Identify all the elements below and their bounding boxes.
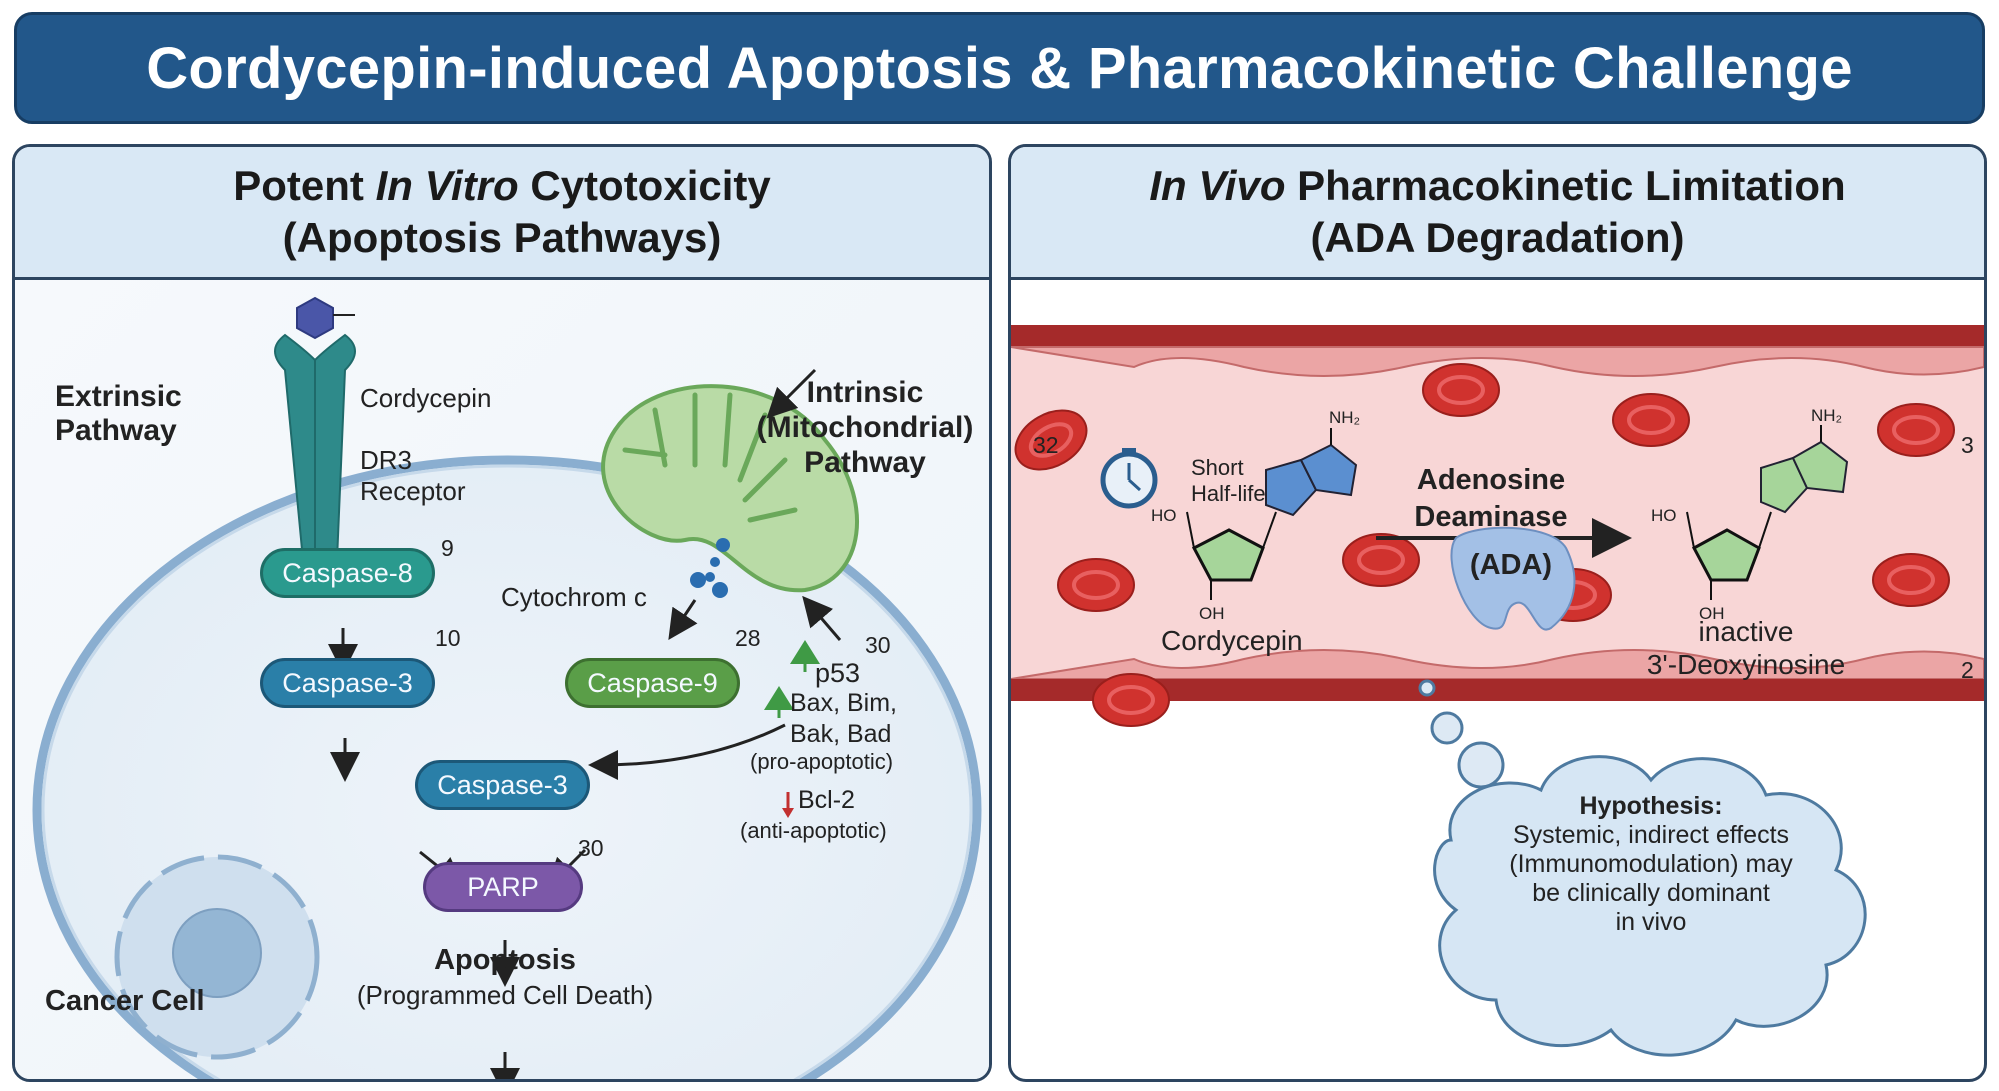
product-oh: OH [1699,604,1725,623]
cordycepin-ligand-label: Cordycepin [360,383,492,413]
red-blood-cell [1091,672,1171,728]
thought-bubble-small [1418,679,1436,697]
anti-apoptotic-note: (anti-apoptotic) [740,818,887,843]
apoptosis-outcome-title: Apoptosis [434,944,576,976]
red-blood-cell [1876,402,1956,458]
in-vitro-heading-line1: Potent In Vitro Cytotoxicity [233,162,771,209]
cancer-cell-label: Cancer Cell [45,985,205,1017]
caspase-8-node: Caspase-8 [260,548,435,598]
red-blood-cell [1341,532,1421,588]
reference-32: 32 [1033,432,1059,458]
parp-node: PARP [423,862,583,912]
hypothesis-text: Hypothesis: Systemic, indirect effects (… [1451,792,1851,937]
cordycepin-molecule-icon [1186,428,1358,600]
cordycepin-oh: OH [1199,604,1225,623]
thought-bubble-medium [1430,711,1464,745]
vessel-wall-bottom [1011,679,1984,701]
red-blood-cell [1056,557,1136,613]
caspase-9-ref: 28 [735,625,761,651]
in-vitro-heading-line2: (Apoptosis Pathways) [282,214,722,261]
cordycepin-label: Cordycepin [1161,625,1303,656]
ada-abbreviation: (ADA) [1469,549,1553,581]
reference-2: 2 [1961,657,1974,683]
product-ho: HO [1651,506,1677,525]
title-banner: Cordycepin-induced Apoptosis & Pharmacok… [14,12,1985,124]
page-title: Cordycepin-induced Apoptosis & Pharmacok… [146,35,1853,101]
cordycepin-ho: HO [1151,506,1177,525]
thought-bubble-large [1457,741,1505,789]
vessel-wall-top [1011,325,1984,347]
hypothesis-cloud [1433,755,1867,1057]
pro-apoptotic-note: (pro-apoptotic) [750,749,894,774]
red-blood-cell [1611,392,1691,448]
caspase-8-ref: 9 [441,535,454,561]
in-vitro-panel: Potent In Vitro Cytotoxicity (Apoptosis … [12,144,992,1082]
in-vivo-heading-line1: In Vivo Pharmacokinetic Limitation [1149,162,1846,209]
caspase-3-node: Caspase-3 [415,760,590,810]
cytochrome-c-label: Cytochrom c [501,582,647,612]
intrinsic-pathway-label: Intrinsic(Mitochondrial)Pathway [756,376,974,479]
caspase-9-node: Caspase-9 [565,658,740,708]
in-vivo-panel-header: In Vivo Pharmacokinetic Limitation (ADA … [1011,147,1984,280]
cordycepin-ligand-icon [296,296,334,340]
caspase-3-extrinsic-node: Caspase-3 [260,658,435,708]
stopwatch-icon [1100,448,1158,509]
in-vivo-heading-line2: (ADA Degradation) [1310,214,1685,261]
caspase-3-extrinsic-ref: 10 [435,625,461,651]
nucleolus [172,908,262,998]
product-nh2: NH₂ [1811,406,1843,425]
p53-ref: 30 [865,632,891,658]
deoxyinosine-molecule-icon [1686,425,1849,600]
bcl2-label: Bcl-2 [798,786,855,814]
in-vitro-panel-header: Potent In Vitro Cytotoxicity (Apoptosis … [15,147,989,280]
red-blood-cell [1871,552,1951,608]
hypothesis-title: Hypothesis: [1579,792,1723,820]
parp-ref: 30 [578,835,604,861]
pro-apoptotic-proteins: Bax, Bim,Bak, Bad [790,689,897,748]
cordycepin-nh2: NH₂ [1329,408,1361,427]
reference-3: 3 [1961,432,1974,458]
mitochondrion-icon [601,384,859,593]
in-vivo-panel: In Vivo Pharmacokinetic Limitation (ADA … [1008,144,1987,1082]
apoptosis-outcome-subtitle: (Programmed Cell Death) [356,980,654,1010]
ada-enzyme-icon [1450,526,1576,631]
red-blood-cell [1421,362,1501,418]
p53-label: p53 [815,658,861,688]
